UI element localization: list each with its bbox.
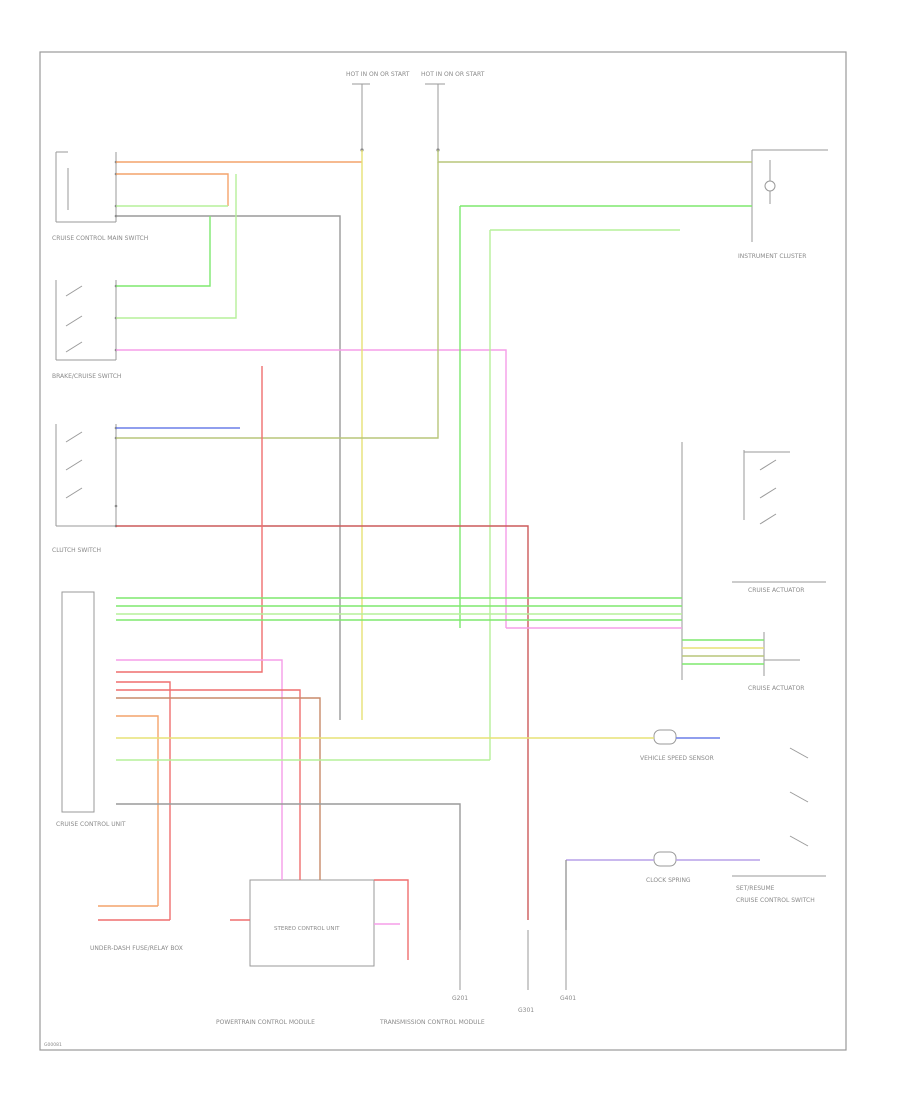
clock-spring-label: CLOCK SPRING xyxy=(646,877,691,884)
instrument-cluster: INSTRUMENT CLUSTER xyxy=(738,149,828,260)
brake-switch-label: BRAKE/CRUISE SWITCH xyxy=(52,373,121,380)
wire-orange-2 xyxy=(116,173,229,206)
wire-red-stereo1 xyxy=(374,879,409,960)
cruise-main-switch-label: CRUISE CONTROL MAIN SWITCH xyxy=(52,235,148,242)
ground-3-label: G401 xyxy=(560,995,576,1002)
ground-1: G201 xyxy=(452,930,468,1002)
fuse-left: HOT IN ON OR START xyxy=(346,71,410,152)
clutch-switch-label: CLUTCH SWITCH xyxy=(52,547,101,554)
set-resume-label: SET/RESUME xyxy=(736,885,775,892)
cruise-control-unit-label: CRUISE CONTROL UNIT xyxy=(56,821,126,828)
cruise-actuator-upper: CRUISE ACTUATOR xyxy=(681,442,826,680)
wire-green-2 xyxy=(116,216,211,287)
wire-lightgreen-2 xyxy=(116,174,237,319)
transmission-module-label: TRANSMISSION CONTROL MODULE xyxy=(379,1019,485,1026)
wire-red-clutch xyxy=(116,525,529,920)
cruise-actuator-lower: CRUISE ACTUATOR xyxy=(748,632,804,692)
wire-brown-cu4 xyxy=(116,697,321,880)
ground-2-label: G301 xyxy=(518,1007,534,1014)
clock-spring: CLOCK SPRING xyxy=(646,851,691,884)
clutch-switch: CLUTCH SWITCH xyxy=(52,424,118,554)
ground-2: G301 xyxy=(518,930,534,1014)
stereo-control-unit: STEREO CONTROL UNIT xyxy=(249,879,375,967)
wire-yellow-clutch xyxy=(116,162,439,439)
wire-grey-cu8 xyxy=(116,803,461,930)
wire-pink-cu1 xyxy=(116,659,283,880)
wire-grey-1 xyxy=(116,215,341,720)
cruise-actuator-2-label: CRUISE ACTUATOR xyxy=(748,685,804,692)
wire-pink-1 xyxy=(116,349,507,628)
fuse-right: HOT IN ON OR START xyxy=(421,71,485,152)
ground-3: G401 xyxy=(560,930,576,1002)
vss-label: VEHICLE SPEED SENSOR xyxy=(640,755,714,762)
wire-red-cu3 xyxy=(116,689,301,880)
vehicle-speed-sensor: VEHICLE SPEED SENSOR xyxy=(640,729,714,762)
underdash-label: UNDER-DASH FUSE/RELAY BOX xyxy=(90,945,183,952)
wire-olive-right xyxy=(437,150,752,163)
wire-orange-cu5 xyxy=(116,715,159,906)
cruise-switch-label: CRUISE CONTROL SWITCH xyxy=(736,897,815,904)
cruise-main-switch: CRUISE CONTROL MAIN SWITCH xyxy=(52,151,148,242)
powertrain-module-label: POWERTRAIN CONTROL MODULE xyxy=(216,1019,315,1026)
fuse-right-label: HOT IN ON OR START xyxy=(421,71,485,78)
wire-red-cu2 xyxy=(116,681,171,920)
stereo-control-unit-label: STEREO CONTROL UNIT xyxy=(274,926,340,932)
diagram-code-tag: G00081 xyxy=(44,1042,62,1048)
cruise-actuator-1-label: CRUISE ACTUATOR xyxy=(748,587,804,594)
ground-1-label: G201 xyxy=(452,995,468,1002)
diagram-border xyxy=(39,51,847,1051)
cruise-control-switch: SET/RESUME CRUISE CONTROL SWITCH xyxy=(732,747,826,904)
brake-switch: BRAKE/CRUISE SWITCH xyxy=(52,280,121,380)
instrument-cluster-label: INSTRUMENT CLUSTER xyxy=(738,253,806,260)
fuse-left-label: HOT IN ON OR START xyxy=(346,71,410,78)
cruise-control-unit: CRUISE CONTROL UNIT xyxy=(56,591,126,828)
wire-red-vert xyxy=(116,366,263,673)
wire-harness xyxy=(98,150,764,960)
